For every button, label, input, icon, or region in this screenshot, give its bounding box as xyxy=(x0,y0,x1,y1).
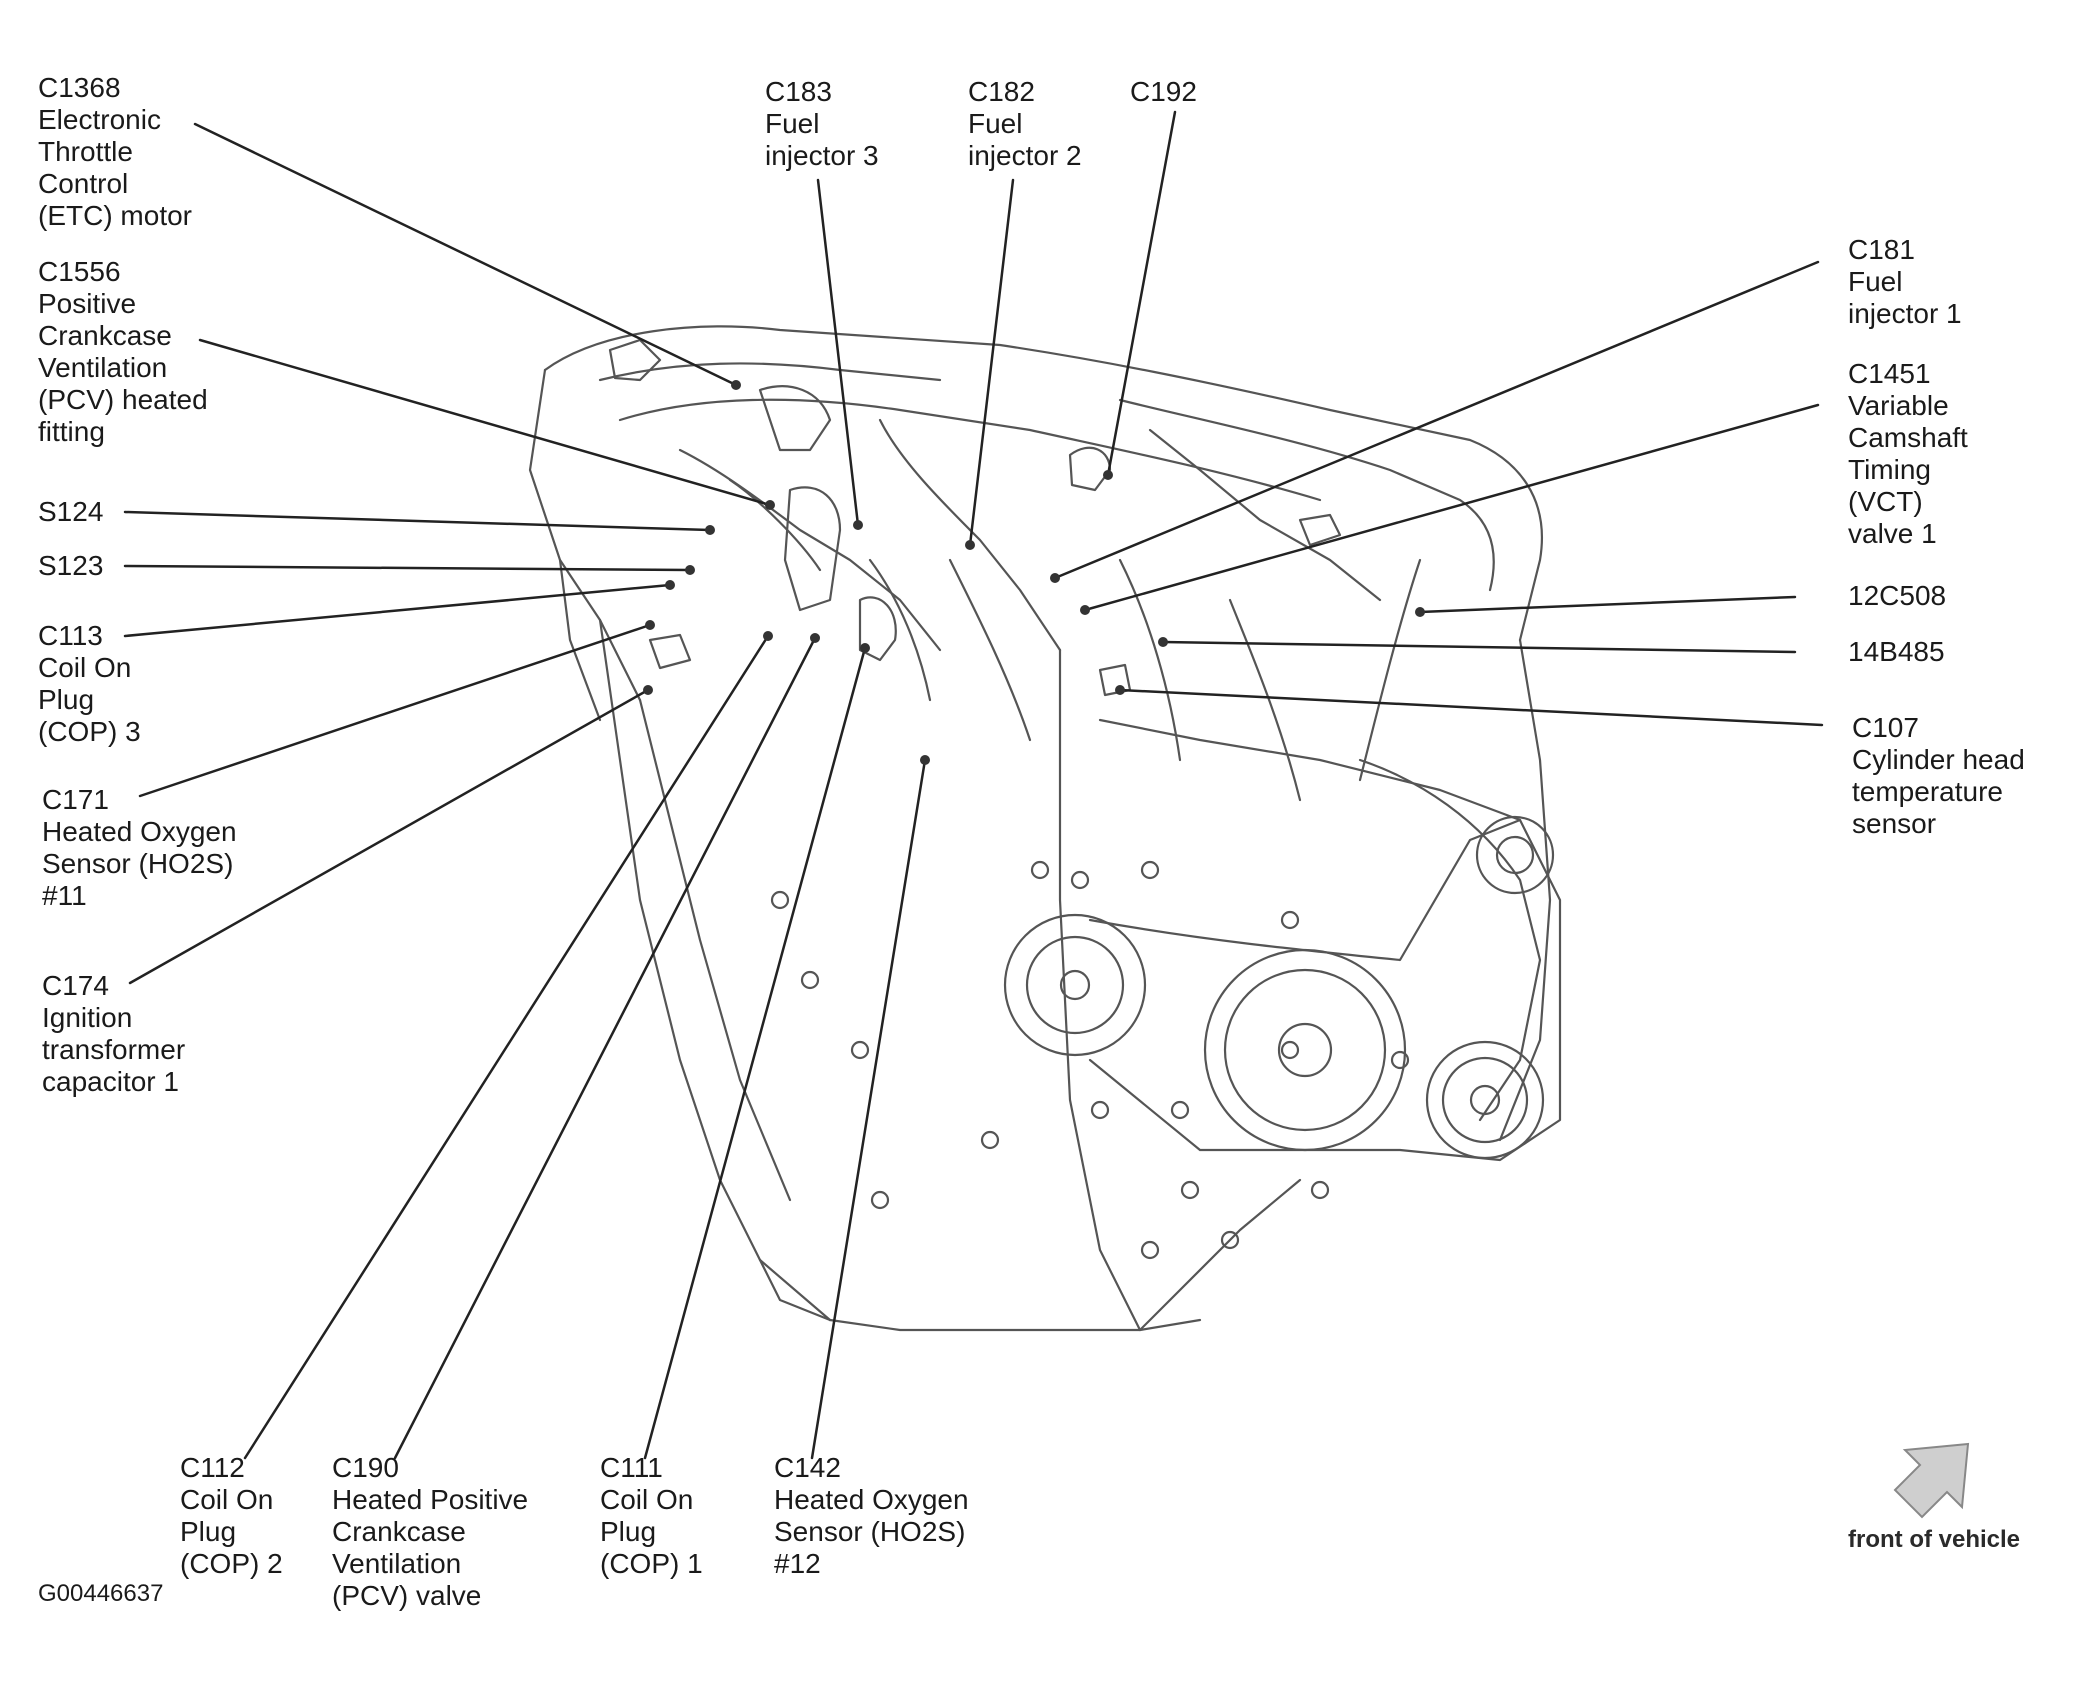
leader-c190 xyxy=(393,636,817,1460)
callout-14b485: 14B485 xyxy=(1848,636,1945,667)
leader-c171 xyxy=(138,623,652,798)
leader-s123 xyxy=(123,564,692,572)
leader-c183 xyxy=(816,178,860,527)
leader-c111 xyxy=(643,646,867,1460)
leader-s124 xyxy=(123,510,712,532)
leader-14b485 xyxy=(1161,640,1797,654)
leader-c1556 xyxy=(198,338,772,507)
callout-s123: S123 xyxy=(38,550,104,581)
leader-c1451 xyxy=(1083,403,1820,612)
leader-c182 xyxy=(968,178,1015,547)
leader-c1368 xyxy=(193,122,738,387)
callout-c192: C192 xyxy=(1130,76,1197,107)
callout-s124: S124 xyxy=(38,496,104,527)
leader-c112 xyxy=(243,634,770,1460)
leader-c181 xyxy=(1053,260,1820,580)
leader-c113 xyxy=(123,583,672,638)
leader-12c508 xyxy=(1418,595,1797,614)
leader-c192 xyxy=(1106,110,1177,477)
front-of-vehicle-label: front of vehicle xyxy=(1848,1526,2021,1553)
leader-c142 xyxy=(810,758,927,1460)
callout-12c508: 12C508 xyxy=(1848,580,1947,611)
leader-c107 xyxy=(1118,688,1824,727)
leader-c174 xyxy=(128,688,650,985)
figure-id: G00446637 xyxy=(38,1580,164,1607)
